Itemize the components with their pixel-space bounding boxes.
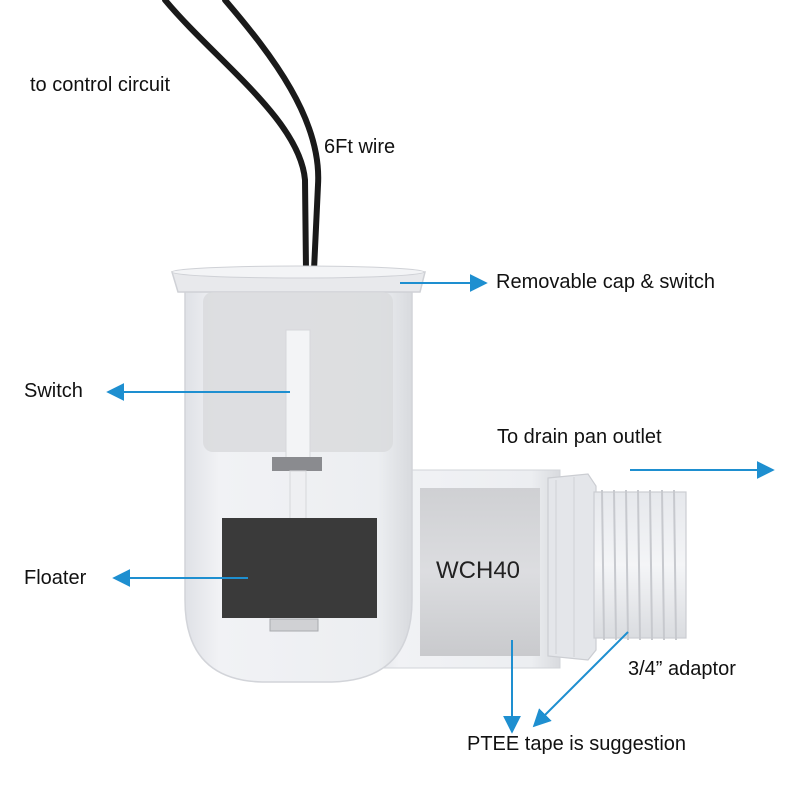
- wire-conductor-1: [162, 0, 310, 335]
- label-cap-switch: Removable cap & switch: [496, 271, 715, 293]
- label-control-circuit: to control circuit: [30, 74, 171, 96]
- switch-stem: [285, 329, 311, 461]
- switch-collar: [272, 457, 322, 471]
- label-floater: Floater: [24, 567, 87, 589]
- floater: [222, 518, 377, 618]
- label-wire: 6Ft wire: [324, 136, 396, 158]
- label-switch: Switch: [24, 380, 83, 402]
- label-adaptor: 3/4” adaptor: [628, 658, 736, 680]
- model-label: WCH40: [436, 557, 521, 584]
- label-drain-outlet: To drain pan outlet: [497, 426, 662, 448]
- arrow-adaptor: [532, 631, 629, 728]
- wire-conductor-2: [222, 0, 322, 335]
- label-ptee-tape: PTEE tape is suggestion: [467, 733, 687, 755]
- label-band: [420, 488, 540, 656]
- nut: [547, 473, 597, 661]
